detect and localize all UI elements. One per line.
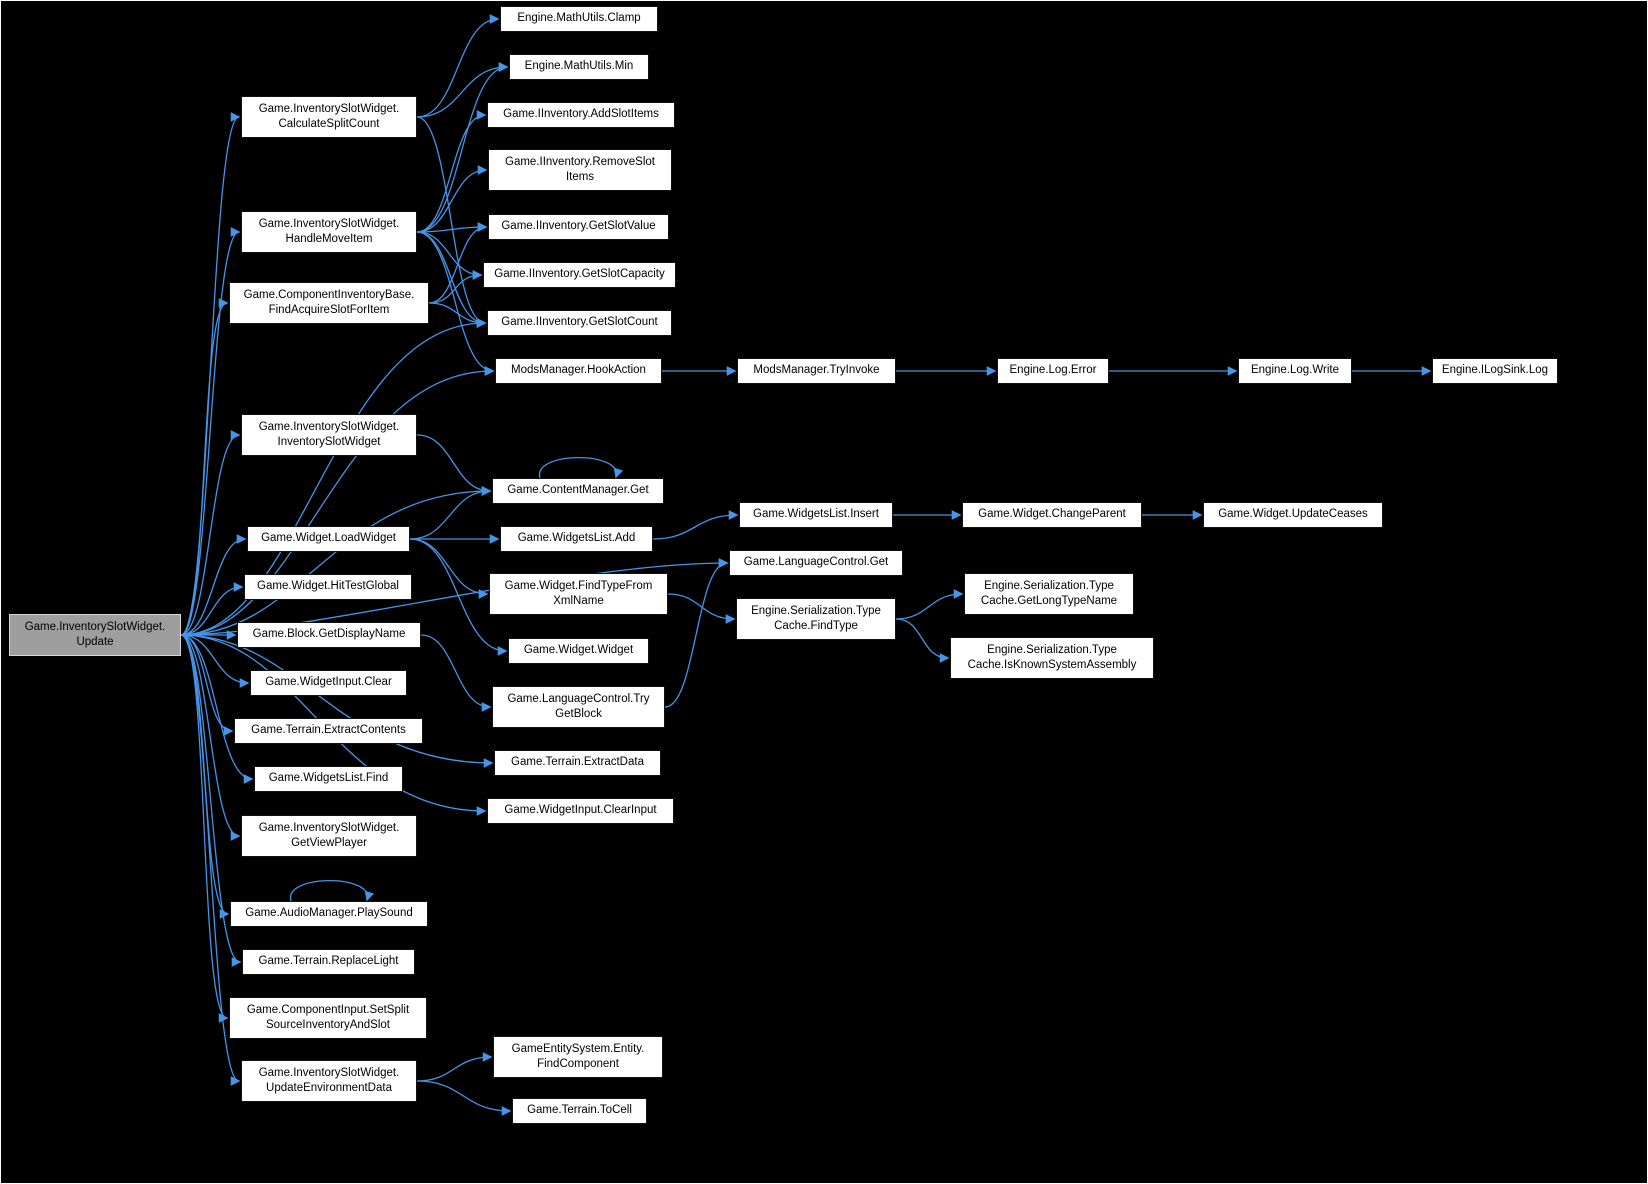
edge-calc-to-min [416,62,509,118]
edge-update-to-contentGet [180,486,492,636]
edge-handleMove-to-min [416,62,509,233]
edge-update-to-replaceLight [180,634,242,967]
node-toCell[interactable]: Game.Terrain.ToCell [512,1098,647,1124]
node-getSlotCount[interactable]: Game.IInventory.GetSlotCount [487,310,672,336]
node-loadWidget[interactable]: Game.Widget.LoadWidget [247,526,410,552]
node-clearInput[interactable]: Game.WidgetInput.ClearInput [487,798,674,824]
edge-handleMove-to-getSlotValue [416,222,488,233]
node-getDisplayName[interactable]: Game.Block.GetDisplayName [237,622,421,648]
edge-update-to-widgetInputClear [180,634,250,688]
node-findAcquire[interactable]: Game.ComponentInventoryBase. FindAcquire… [229,282,429,324]
node-update: Game.InventorySlotWidget. Update [9,614,181,656]
edge-loadWidget-to-widgetWidget [409,538,508,656]
edge-contentGet-to-contentGet [539,457,624,479]
edge-typeFindType-to-getLongTypeName [895,589,964,620]
edge-playSound-to-playSound [290,880,375,902]
edge-handleMove-to-removeSlotItems [416,165,488,233]
node-updateCeases[interactable]: Game.Widget.UpdateCeases [1203,502,1383,528]
edge-calc-to-getSlotCount [416,116,487,328]
node-addSlotItems[interactable]: Game.IInventory.AddSlotItems [487,102,675,128]
edge-getDisplayName-to-tryGetBlock [420,634,492,712]
node-widgetsListAdd[interactable]: Game.WidgetsList.Add [500,526,653,552]
node-hookAction[interactable]: ModsManager.HookAction [495,358,662,384]
node-ctor[interactable]: Game.InventorySlotWidget. InventorySlotW… [241,414,417,456]
edge-update-to-getViewPlayer [180,634,241,841]
node-changeParent[interactable]: Game.Widget.ChangeParent [962,502,1142,528]
edge-handleMove-to-hookAction [416,231,495,376]
node-widgetsListFind[interactable]: Game.WidgetsList.Find [254,766,403,792]
edge-handleMove-to-getSlotCapacity [416,231,483,280]
edge-calc-to-clamp [416,14,500,118]
node-min[interactable]: Engine.MathUtils.Min [509,54,649,80]
edge-update-to-updateEnv [180,634,241,1086]
edge-updateEnv-to-findComponent [416,1052,493,1082]
node-getViewPlayer[interactable]: Game.InventorySlotWidget. GetViewPlayer [241,815,417,857]
node-getLongTypeName[interactable]: Engine.Serialization.Type Cache.GetLongT… [964,573,1134,615]
node-replaceLight[interactable]: Game.Terrain.ReplaceLight [242,949,415,975]
node-widgetWidget[interactable]: Game.Widget.Widget [508,638,649,664]
edge-update-to-getSlotCount [180,318,487,636]
node-findComponent[interactable]: GameEntitySystem.Entity. FindComponent [493,1036,663,1078]
edge-loadWidget-to-contentGet [409,486,492,540]
node-widgetInputClear[interactable]: Game.WidgetInput.Clear [250,670,407,696]
edge-tryGetBlock-to-langGet [664,558,729,708]
node-removeSlotItems[interactable]: Game.IInventory.RemoveSlot Items [488,149,672,191]
node-logError[interactable]: Engine.Log.Error [997,358,1109,384]
node-tryGetBlock[interactable]: Game.LanguageControl.Try GetBlock [492,686,665,728]
node-updateEnv[interactable]: Game.InventorySlotWidget. UpdateEnvironm… [241,1060,417,1102]
edge-findTypeFromXmlName-to-typeFindType [667,593,736,624]
node-playSound[interactable]: Game.AudioManager.PlaySound [230,901,428,927]
edge-update-to-loadWidget [180,534,247,636]
edge-typeFindType-to-isKnownAssembly [895,618,950,663]
edge-findAcquire-to-getSlotCapacity [428,270,483,304]
node-contentGet[interactable]: Game.ContentManager.Get [492,478,664,504]
node-iLogSinkLog[interactable]: Engine.ILogSink.Log [1432,358,1558,384]
edge-widgetsListAdd-to-widgetsListInsert [652,510,739,540]
node-isKnownAssembly[interactable]: Engine.Serialization.Type Cache.IsKnownS… [950,637,1154,679]
node-findTypeFromXmlName[interactable]: Game.Widget.FindTypeFrom XmlName [489,573,668,615]
node-getSlotCapacity[interactable]: Game.IInventory.GetSlotCapacity [483,262,676,288]
edge-update-to-widgetsListFind [180,634,254,784]
node-hitTest[interactable]: Game.Widget.HitTestGlobal [244,574,412,600]
node-extractContents[interactable]: Game.Terrain.ExtractContents [234,718,423,744]
edge-findAcquire-to-getSlotCount [428,302,487,328]
node-logWrite[interactable]: Engine.Log.Write [1238,358,1352,384]
node-clamp[interactable]: Engine.MathUtils.Clamp [500,6,658,32]
node-getSlotValue[interactable]: Game.IInventory.GetSlotValue [488,214,669,240]
node-handleMove[interactable]: Game.InventorySlotWidget. HandleMoveItem [241,211,417,253]
node-widgetsListInsert[interactable]: Game.WidgetsList.Insert [739,502,893,528]
node-typeFindType[interactable]: Engine.Serialization.Type Cache.FindType [736,598,896,640]
edge-handleMove-to-addSlotItems [416,110,487,233]
edge-ctor-to-contentGet [416,434,492,496]
edge-update-to-hookAction [180,366,495,636]
edge-update-to-findAcquire [180,298,229,636]
node-extractData[interactable]: Game.Terrain.ExtractData [494,750,661,776]
edge-updateEnv-to-toCell [416,1080,512,1116]
edge-findAcquire-to-getSlotValue [428,222,488,304]
edge-update-to-hitTest [180,582,244,636]
edge-update-to-ctor [180,430,241,636]
node-setSplit[interactable]: Game.ComponentInput.SetSplit SourceInven… [229,997,427,1039]
node-tryInvoke[interactable]: ModsManager.TryInvoke [737,358,896,384]
edge-update-to-extractData [180,634,494,768]
node-langGet[interactable]: Game.LanguageControl.Get [729,550,903,576]
node-calc[interactable]: Game.InventorySlotWidget. CalculateSplit… [241,96,417,138]
